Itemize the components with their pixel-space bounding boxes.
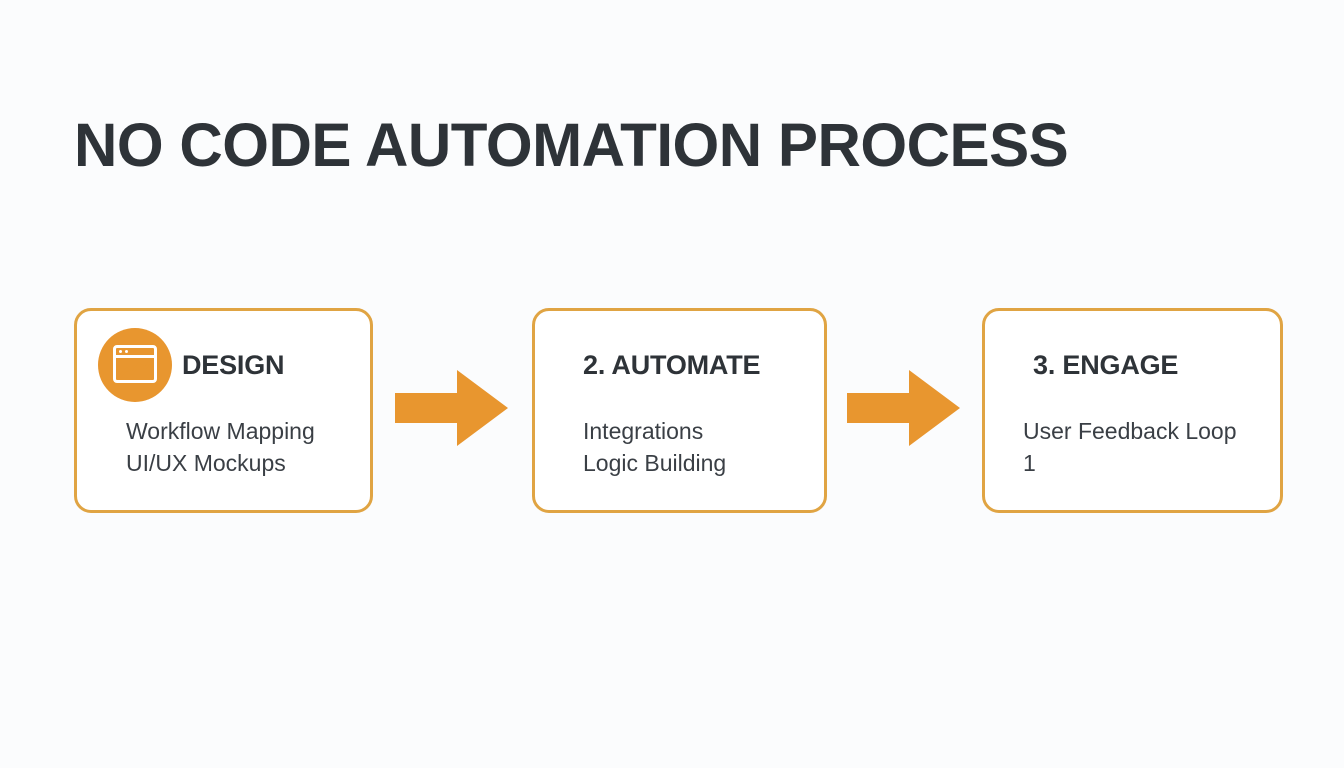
step-2-body: Integrations Logic Building: [583, 415, 808, 479]
process-step-card-1[interactable]: DESIGN Workflow Mapping UI/UX Mockups: [74, 308, 373, 513]
page-title: NO CODE AUTOMATION PROCESS: [74, 111, 1069, 179]
step-2-header: 2. AUTOMATE: [583, 329, 812, 401]
step-3-line-1: User Feedback Loop: [1023, 418, 1237, 444]
process-step-card-2[interactable]: 2. AUTOMATE Integrations Logic Building: [532, 308, 827, 513]
arrow-right-icon-2: [847, 370, 960, 446]
step-3-header: 3. ENGAGE: [1033, 329, 1268, 401]
step-1-line-2: UI/UX Mockups: [126, 450, 286, 476]
step-1-line-1: Workflow Mapping: [126, 418, 315, 444]
step-2-title: 2. AUTOMATE: [583, 349, 761, 380]
step-1-title: DESIGN: [182, 349, 285, 380]
arrow-right-icon-1: [395, 370, 508, 446]
step-2-line-1: Integrations: [583, 418, 704, 444]
step-2-line-2: Logic Building: [583, 450, 727, 476]
browser-chart-icon: [98, 328, 172, 402]
process-flow: DESIGN Workflow Mapping UI/UX Mockups 2.…: [0, 306, 1344, 518]
process-step-card-3[interactable]: 3. ENGAGE User Feedback Loop 1: [982, 308, 1283, 513]
step-3-line-2: 1: [1023, 450, 1036, 476]
step-1-body: Workflow Mapping UI/UX Mockups: [126, 415, 354, 479]
step-1-header: DESIGN: [98, 328, 358, 402]
step-3-body: User Feedback Loop 1: [1023, 415, 1270, 479]
step-3-title: 3. ENGAGE: [1033, 349, 1179, 380]
